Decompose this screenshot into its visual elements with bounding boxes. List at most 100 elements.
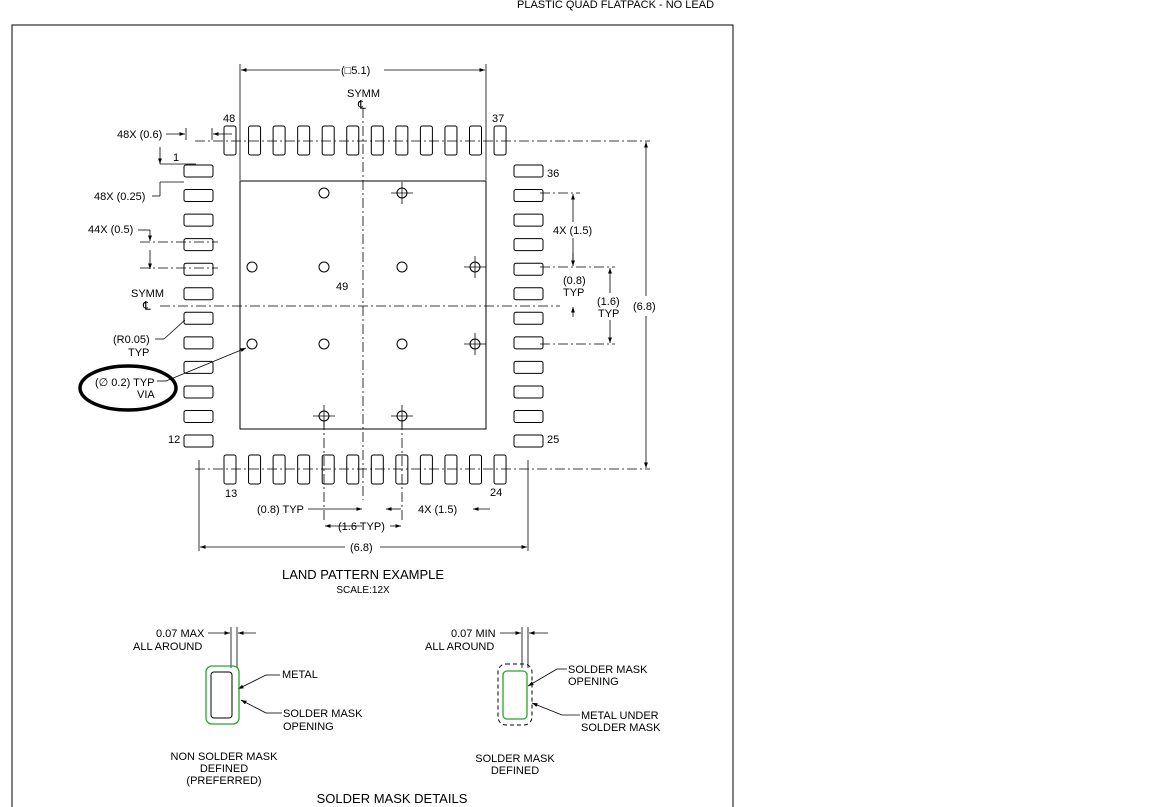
dim-via-spacing-right-typ: TYP xyxy=(598,308,619,320)
centerlines xyxy=(140,108,650,520)
smd-detail: 0.07 MIN ALL AROUND SOLDER MASK OPENING … xyxy=(425,627,661,777)
solder-mask-details-title: SOLDER MASK DETAILS xyxy=(317,791,468,806)
pad-bottom xyxy=(321,454,335,485)
pad-bottom xyxy=(297,454,311,485)
symm-top-label: SYMM xyxy=(347,88,380,100)
drawing-frame xyxy=(11,24,734,807)
dim-overall-width-label: (6.8) xyxy=(350,542,373,554)
pin-37-label: 37 xyxy=(492,113,504,125)
pad-top xyxy=(272,125,286,156)
via-circle xyxy=(318,338,330,350)
pad-top xyxy=(493,125,507,156)
nsmd-metal-pad xyxy=(210,671,233,719)
dim-via-offset-right-typ: TYP xyxy=(563,287,584,299)
smd-caption-1: SOLDER MASK xyxy=(475,753,555,765)
pad-right xyxy=(513,189,544,203)
via-circle xyxy=(318,261,330,273)
pin-24-label: 24 xyxy=(490,487,502,499)
nsmd-opening-label-1: SOLDER MASK xyxy=(283,708,363,720)
pad-bottom xyxy=(248,454,262,485)
dim-corner-radius-typ: TYP xyxy=(128,347,149,359)
pad-top xyxy=(370,125,384,156)
pad-bottom xyxy=(469,454,482,485)
pad-left xyxy=(183,164,214,178)
pad-left xyxy=(183,287,214,301)
dim-via-pitch-right-label: 4X (1.5) xyxy=(553,225,592,237)
pad-right xyxy=(513,287,544,301)
pad-right xyxy=(513,238,544,252)
pad-right xyxy=(513,311,544,325)
pad-right xyxy=(513,164,544,178)
via-circle xyxy=(396,261,408,273)
via-label: VIA xyxy=(137,389,155,401)
pad-left xyxy=(183,262,214,276)
dim-overall-height-label: (6.8) xyxy=(633,301,656,313)
centerline-left-symbol: ℄ xyxy=(142,299,151,313)
package-title: PLASTIC QUAD FLATPACK - NO LEAD xyxy=(517,0,714,11)
via-circle xyxy=(246,261,258,273)
pad-top xyxy=(223,125,237,156)
nsmd-caption-2: DEFINED xyxy=(200,763,248,775)
via-circle xyxy=(246,338,258,350)
dim-pad-length-label: 48X (0.6) xyxy=(117,129,162,141)
pad-left xyxy=(183,189,214,203)
pad-right xyxy=(513,360,544,374)
nsmd-clearance-label: 0.07 MAX xyxy=(156,628,205,640)
pin-25-label: 25 xyxy=(547,434,559,446)
pad-bottom xyxy=(419,454,433,485)
pad-bottom xyxy=(272,454,286,485)
pad-top xyxy=(248,125,262,156)
dim-via-spacing-bottom-label: (1.6 TYP) xyxy=(338,521,385,533)
smd-opening-label-1: SOLDER MASK xyxy=(568,664,648,676)
pad-top xyxy=(321,125,335,156)
dim-corner-radius-label: (R0.05) xyxy=(113,334,150,346)
dim-left-group xyxy=(138,128,247,382)
smd-caption-2: DEFINED xyxy=(491,765,539,777)
dim-via-spacing-right-label: (1.6) xyxy=(597,296,620,308)
pin-12-label: 12 xyxy=(168,434,180,446)
pad-left xyxy=(183,410,214,423)
pin-36-label: 36 xyxy=(547,168,559,180)
land-pattern-scale: SCALE:12X xyxy=(336,585,390,596)
thermal-pad xyxy=(239,180,487,430)
smd-metal-pad xyxy=(497,663,533,726)
pad-bottom xyxy=(223,454,237,485)
pad-bottom xyxy=(444,454,458,485)
pad-top xyxy=(469,125,482,156)
vias xyxy=(246,182,486,427)
centerline-top-symbol: ℄ xyxy=(357,98,366,112)
pad-left xyxy=(183,238,214,252)
pad-left xyxy=(183,360,214,374)
nsmd-mask-opening xyxy=(205,665,240,725)
nsmd-caption-3: (PREFERRED) xyxy=(186,775,261,787)
smd-metal-label-2: SOLDER MASK xyxy=(581,722,661,734)
pads xyxy=(183,125,544,485)
nsmd-metal-label: METAL xyxy=(282,669,318,681)
dim-top-width xyxy=(239,64,487,180)
pad-right xyxy=(513,410,544,423)
pad-top xyxy=(297,125,311,156)
dim-top-width-label: (□5.1) xyxy=(341,65,370,77)
via-annotation-ellipse xyxy=(78,364,178,412)
pad-right xyxy=(513,336,544,350)
pad-bottom xyxy=(395,454,409,485)
smd-clearance-label: 0.07 MIN xyxy=(451,628,496,640)
thermal-pad-number: 49 xyxy=(336,281,348,293)
smd-opening-label-2: OPENING xyxy=(568,676,619,688)
pad-bottom xyxy=(370,454,384,485)
pin-1-label: 1 xyxy=(173,152,179,164)
nsmd-opening-label-2: OPENING xyxy=(283,721,334,733)
pad-left xyxy=(183,434,214,448)
dim-via-pitch-bottom-label: 4X (1.5) xyxy=(418,504,457,516)
via-diameter-label: (∅ 0.2) TYP xyxy=(95,377,155,389)
pad-left xyxy=(183,385,214,399)
pad-left xyxy=(183,336,214,350)
via-circle xyxy=(396,338,408,350)
dim-bottom-group xyxy=(198,460,529,551)
pad-top xyxy=(395,125,409,156)
pad-top xyxy=(444,125,458,156)
dim-right-group xyxy=(571,142,648,468)
pad-bottom xyxy=(346,454,360,485)
nsmd-detail: 0.07 MAX ALL AROUND METAL SOLDER MASK OP… xyxy=(133,627,363,787)
